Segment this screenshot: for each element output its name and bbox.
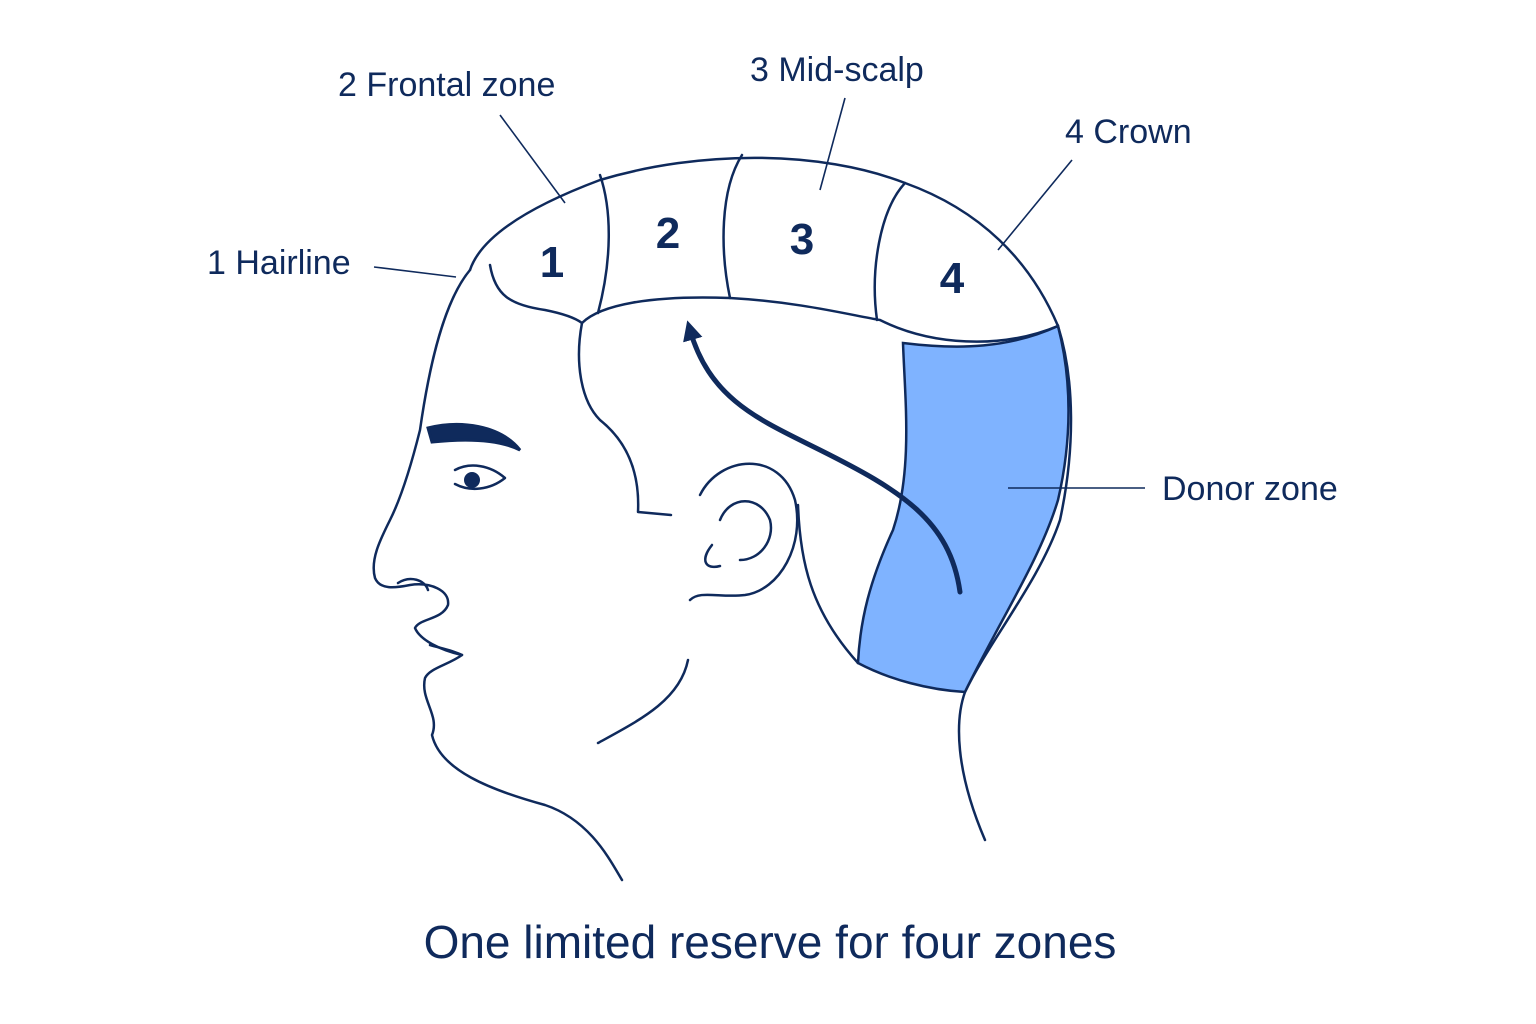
mouth-line bbox=[428, 643, 464, 657]
ear-canal bbox=[704, 543, 722, 569]
zone-separator-1-2 bbox=[596, 173, 610, 315]
ear-inner bbox=[718, 500, 773, 562]
eyebrow bbox=[426, 422, 522, 452]
zone-number-2: 2 bbox=[656, 209, 680, 258]
leader-hairline bbox=[373, 266, 457, 278]
transfer-arrow bbox=[683, 320, 963, 595]
diagram-caption: One limited reserve for four zones bbox=[424, 916, 1117, 968]
neck-back-outline bbox=[957, 324, 1073, 842]
jaw-line bbox=[596, 658, 690, 745]
zone-number-3: 3 bbox=[790, 215, 814, 264]
zone-number-4: 4 bbox=[940, 254, 965, 303]
ear-outline bbox=[688, 462, 799, 602]
zone-separator-2-3 bbox=[722, 153, 744, 300]
label-crown: 4 Crown bbox=[1065, 113, 1192, 151]
nostril bbox=[396, 577, 430, 592]
scalp-top-outline bbox=[468, 156, 1060, 328]
donor-zone-area bbox=[856, 324, 1070, 694]
label-hairline: 1 Hairline bbox=[207, 244, 351, 282]
label-frontal-zone: 2 Frontal zone bbox=[338, 66, 555, 104]
hair-boundary-side bbox=[577, 321, 673, 517]
eye-pupil bbox=[464, 472, 480, 488]
label-mid-scalp: 3 Mid-scalp bbox=[750, 51, 924, 89]
zone-number-1: 1 bbox=[540, 238, 564, 287]
leader-frontal bbox=[499, 114, 566, 204]
label-donor-zone: Donor zone bbox=[1162, 470, 1338, 508]
leader-crown bbox=[997, 159, 1073, 251]
hair-boundary-nape bbox=[796, 503, 860, 665]
scalp-band-lower bbox=[488, 263, 1060, 343]
head-profile-outline bbox=[372, 268, 624, 882]
zone-separator-3-4 bbox=[873, 181, 907, 322]
leader-midscalp bbox=[819, 97, 846, 191]
eye-outline bbox=[453, 464, 507, 491]
